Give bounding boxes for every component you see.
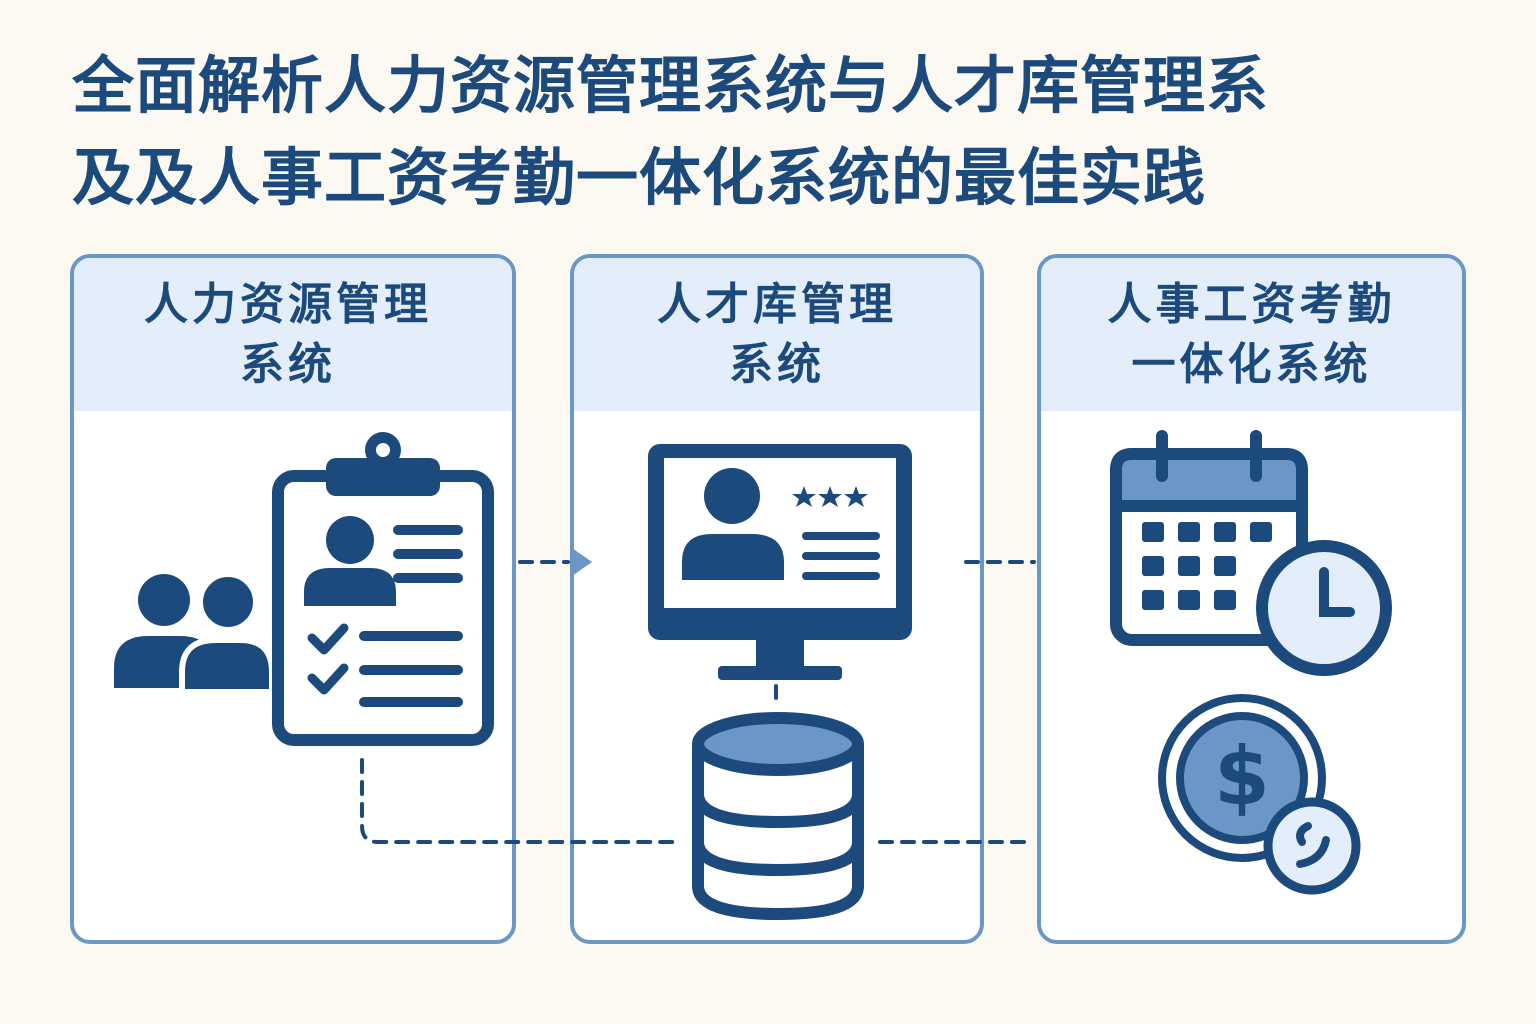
panel-title-line-1: 人才库管理 [657,278,897,330]
panel-title-line-2: 系统 [729,338,825,390]
panel-header: 人事工资考勤 一体化系统 [1041,258,1462,411]
monitor-profile-icon [648,444,912,680]
panel-header: 人力资源管理 系统 [74,258,512,411]
title-line-1: 全面解析人力资源管理系统与人才库管理系 [72,49,1270,122]
clock-icon [1256,540,1392,676]
clipboard-profile-icon [272,432,494,746]
calendar-icon [1110,430,1308,646]
page-title: 全面解析人力资源管理系统与人才库管理系 及及人事工资考勤一体化系统的最佳实践 [72,40,1492,224]
database-icon [692,712,864,920]
title-line-2: 及及人事工资考勤一体化系统的最佳实践 [72,141,1207,214]
panel-title-line-2: 系统 [240,338,336,390]
panel-title-line-1: 人事工资考勤 [1107,278,1396,330]
panel-title-line-1: 人力资源管理 [144,278,432,330]
panel-header: 人才库管理 系统 [574,258,980,411]
panel-title-line-2: 一体化系统 [1131,338,1372,390]
svg-text:$: $ [1214,730,1270,823]
dollar-coin-icon: $ [1158,694,1361,895]
people-icon [114,571,272,694]
